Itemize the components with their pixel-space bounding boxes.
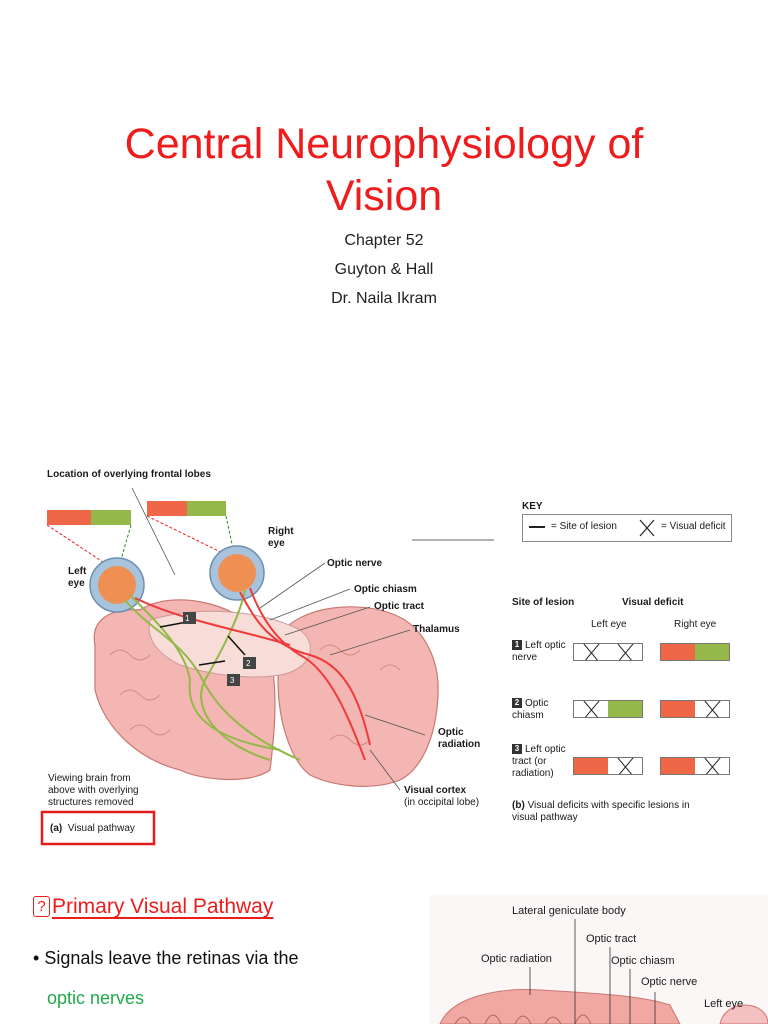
key-deficit-label: = Visual deficit: [661, 521, 726, 532]
visual-cortex-label: Visual cortex(in occipital lobe): [404, 785, 480, 808]
row-1-left-eye-field: [573, 643, 643, 661]
deficit-x-icon: [639, 519, 655, 537]
visual-pathway-figure-2: Lateral geniculate body Optic tract Opti…: [430, 895, 768, 1025]
fig2-optic-nerve-label: Optic nerve: [641, 976, 698, 988]
lesion-marker-1: 1: [185, 614, 190, 623]
brain-illustration: [430, 895, 768, 1025]
row-1-right-eye-field: [660, 643, 730, 661]
bullet-item: • Signals leave the retinas via the: [33, 948, 299, 968]
col-site-header: Site of lesion: [512, 597, 575, 608]
fig2-optic-tract-label: Optic tract: [586, 933, 637, 945]
figure-b-caption: (b) Visual deficits with specific lesion…: [512, 800, 690, 823]
col-left-eye: Left eye: [591, 619, 627, 630]
slide-title-line-2: Vision: [325, 172, 443, 220]
optic-tract-label: Optic tract: [374, 601, 425, 612]
figure-a-caption: (a) Visual pathway: [50, 823, 135, 834]
lesion-line-icon: [529, 526, 545, 528]
row-3-left-eye-field: [573, 757, 643, 775]
visual-pathway-diagram: [40, 487, 494, 846]
fig2-optic-radiation-label: Optic radiation: [481, 953, 552, 965]
col-right-eye: Right eye: [674, 619, 717, 630]
col-deficit-header: Visual deficit: [622, 597, 684, 608]
lateral-geniculate-label: Lateral geniculate body: [512, 905, 626, 917]
key-legend: = Site of lesion = Visual deficit: [522, 514, 732, 542]
fig2-left-eye-label: Left eye: [704, 998, 744, 1010]
key-site-label: = Site of lesion: [551, 521, 617, 532]
subtitle-book: Guyton & Hall: [334, 261, 434, 278]
section-title: ?Primary Visual Pathway: [33, 895, 273, 919]
lesion-marker-2: 2: [246, 659, 251, 668]
row-2-left-eye-field: [573, 700, 643, 718]
slide-title: Central Neurophysiology of Vision: [0, 118, 768, 222]
key-title: KEY: [522, 501, 543, 512]
fig2-optic-chiasm-label: Optic chiasm: [611, 955, 675, 967]
slide-title-line-1: Central Neurophysiology of: [124, 120, 644, 168]
optic-chiasm-label: Optic chiasm: [354, 584, 417, 595]
subtitle-author: Dr. Naila Ikram: [331, 290, 437, 307]
question-icon: ?: [33, 896, 50, 917]
frontal-lobes-label: Location of overlying frontal lobes: [47, 469, 211, 480]
subtitle-chapter: Chapter 52: [344, 232, 424, 249]
lesion-marker-3: 3: [230, 676, 235, 685]
row-2-right-eye-field: [660, 700, 730, 718]
bullet-highlight: optic nerves: [47, 988, 145, 1008]
row-3-right-eye-field: [660, 757, 730, 775]
optic-nerve-label: Optic nerve: [327, 558, 383, 569]
thalamus-label: Thalamus: [413, 624, 460, 635]
